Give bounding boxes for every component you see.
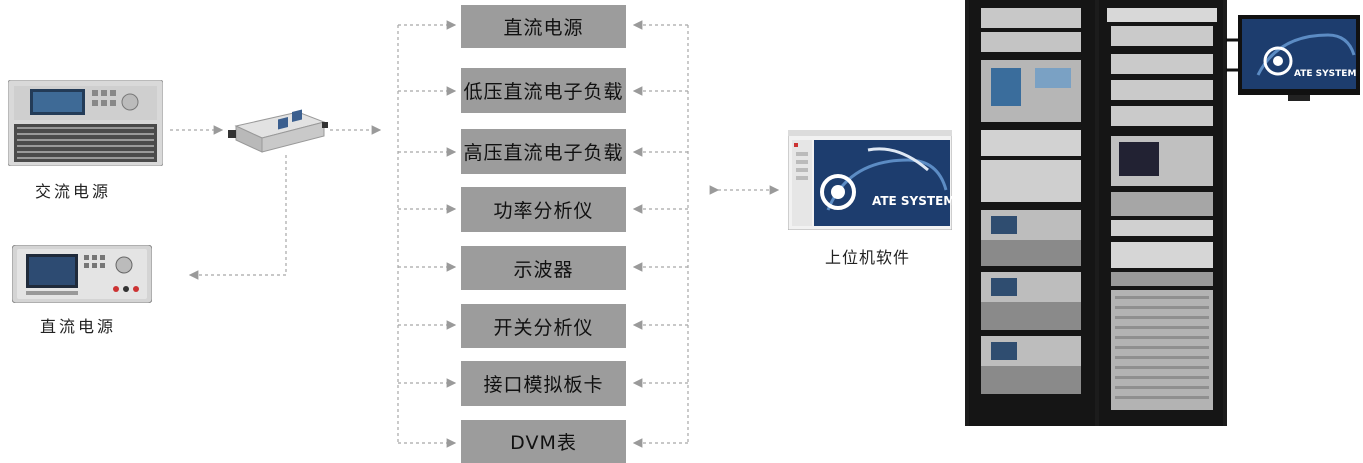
module-interface-simulation-card: 接口模拟板卡 <box>461 361 626 406</box>
module-power-analyzer: 功率分析仪 <box>461 187 626 232</box>
module-low-voltage-dc-load: 低压直流电子负载 <box>461 68 626 113</box>
software-splash-text: ATE SYSTEM <box>872 194 956 208</box>
dc-source-caption: 直流电源 <box>40 317 117 336</box>
module-dvm-meter: DVM表 <box>461 420 626 463</box>
software-caption: 上位机软件 <box>825 248 911 267</box>
software-window: ATE SYSTEM <box>787 129 956 231</box>
interface-box-device <box>228 108 328 156</box>
module-oscilloscope: 示波器 <box>461 246 626 290</box>
module-dc-power-supply: 直流电源 <box>461 5 626 48</box>
rack-monitor: ATE SYSTEM <box>1238 15 1360 101</box>
ate-rack-cabinet <box>965 0 1227 426</box>
monitor-splash-text: ATE SYSTEM <box>1294 69 1357 79</box>
ac-source-device <box>7 79 164 167</box>
module-switch-analyzer: 开关分析仪 <box>461 304 626 348</box>
dc-source-device <box>11 244 153 304</box>
arrow-interface-to-dc <box>188 155 287 280</box>
ac-source-caption: 交流电源 <box>35 182 112 201</box>
module-high-voltage-dc-load: 高压直流电子负载 <box>461 129 626 174</box>
